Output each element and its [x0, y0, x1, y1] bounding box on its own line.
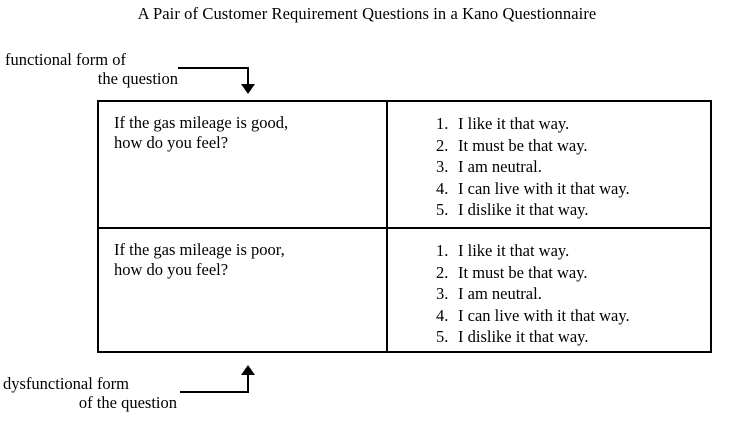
answers-cell: 1. I like it that way. 2. It must be that … — [388, 229, 710, 353]
answer-label: It must be that way. — [458, 262, 588, 282]
answer-option[interactable]: 5. I dislike it that way. — [388, 199, 710, 221]
leader-line-functional-vertical — [247, 67, 249, 85]
answer-number: 5. — [436, 327, 449, 346]
answer-label: I am neutral. — [458, 157, 542, 176]
table-row: If the gas mileage is good, how do you f… — [99, 102, 710, 229]
answers-cell: 1. I like it that way. 2. It must be that … — [388, 102, 710, 227]
question-line-1: If the gas mileage is poor, — [114, 240, 285, 259]
question-text: If the gas mileage is poor, how do you f… — [114, 240, 386, 280]
answer-option[interactable]: 2. It must be that way. — [388, 262, 710, 284]
annotation-dysfunctional-line-2: of the question — [78, 393, 177, 412]
answer-list: 1. I like it that way. 2. It must be that … — [388, 113, 710, 221]
answer-label: I dislike it that way. — [458, 327, 589, 346]
leader-line-dysfunctional-horizontal — [180, 391, 249, 393]
question-line-2: how do you feel? — [114, 260, 229, 279]
arrow-up-icon — [241, 365, 255, 375]
answer-label: I can live with it that way. — [458, 178, 630, 198]
leader-line-functional-horizontal — [178, 67, 249, 69]
answer-option[interactable]: 2. It must be that way. — [388, 135, 710, 157]
answer-option[interactable]: 4. I can live with it that way. — [388, 305, 710, 327]
answer-option[interactable]: 1. I like it that way. — [388, 240, 710, 262]
answer-label: I dislike it that way. — [458, 200, 589, 219]
answer-number: 3. — [436, 284, 449, 303]
arrow-down-icon — [241, 84, 255, 94]
answer-option[interactable]: 1. I like it that way. — [388, 113, 710, 135]
figure-title: A Pair of Customer Requirement Questions… — [137, 4, 597, 23]
answer-number: 1. — [436, 241, 449, 260]
question-line-2: how do you feel? — [114, 133, 229, 152]
answer-label: I like it that way. — [458, 114, 570, 133]
answer-label: I can live with it that way. — [458, 305, 630, 325]
question-text: If the gas mileage is good, how do you f… — [114, 113, 386, 153]
annotation-functional-line-2: the question — [97, 69, 178, 88]
answer-label: I like it that way. — [458, 241, 570, 260]
question-cell: If the gas mileage is good, how do you f… — [99, 102, 388, 227]
answer-option[interactable]: 4. I can live with it that way. — [388, 178, 710, 200]
annotation-dysfunctional-line-1: dysfunctional form — [3, 374, 130, 393]
annotation-functional-line-1: functional form of — [5, 50, 126, 69]
question-cell: If the gas mileage is poor, how do you f… — [99, 229, 388, 353]
answer-number: 2. — [436, 262, 449, 282]
answer-option[interactable]: 3. I am neutral. — [388, 283, 710, 305]
answer-number: 4. — [436, 305, 449, 325]
annotation-dysfunctional-form: dysfunctional form of the question — [3, 374, 181, 412]
leader-line-dysfunctional-vertical — [247, 374, 249, 393]
answer-number: 2. — [436, 135, 449, 155]
answer-number: 4. — [436, 178, 449, 198]
answer-list: 1. I like it that way. 2. It must be that … — [388, 240, 710, 348]
answer-number: 1. — [436, 114, 449, 133]
question-line-1: If the gas mileage is good, — [114, 113, 289, 132]
table-row: If the gas mileage is poor, how do you f… — [99, 229, 710, 353]
answer-number: 5. — [436, 200, 449, 219]
answer-number: 3. — [436, 157, 449, 176]
answer-option[interactable]: 3. I am neutral. — [388, 156, 710, 178]
answer-label: It must be that way. — [458, 135, 588, 155]
questionnaire-table: If the gas mileage is good, how do you f… — [97, 100, 712, 353]
answer-option[interactable]: 5. I dislike it that way. — [388, 326, 710, 348]
answer-label: I am neutral. — [458, 284, 542, 303]
annotation-functional-form: functional form of the question — [5, 50, 180, 88]
